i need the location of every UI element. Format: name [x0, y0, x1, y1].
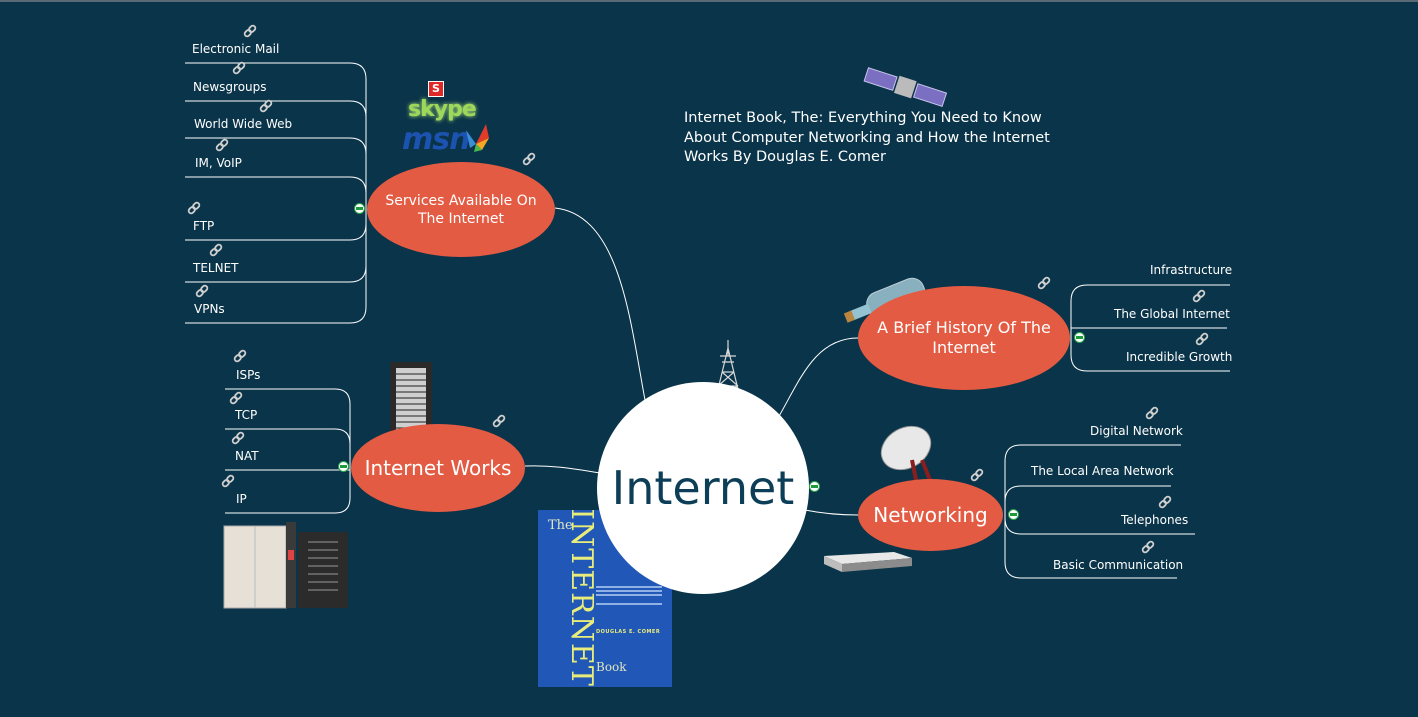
rack-server-icon: [824, 552, 912, 572]
subtopic-local-area-network[interactable]: The Local Area Network: [1031, 464, 1174, 478]
connector-networking: [804, 509, 859, 516]
topic-label: Services Available On: [385, 192, 537, 209]
subtopic-ftp[interactable]: FTP: [193, 219, 215, 233]
link-icon[interactable]: [233, 349, 247, 363]
link-icon[interactable]: [1141, 540, 1155, 554]
data-center-equipment-icon: [223, 522, 348, 609]
book-cover-author: DOUGLAS E. COMER: [596, 629, 661, 635]
topic-label: Internet Works: [364, 456, 512, 480]
subtopic-basic-communication[interactable]: Basic Communication: [1053, 558, 1184, 572]
skype-s-logo: S: [428, 81, 444, 97]
subtopic-isps[interactable]: ISPs: [236, 368, 261, 382]
link-icon[interactable]: [231, 431, 245, 445]
link-icon[interactable]: [492, 414, 506, 428]
book-cover-internet: INTERNET: [563, 510, 599, 687]
topic-label: Internet: [932, 338, 996, 357]
link-icon[interactable]: [1037, 276, 1051, 290]
subtopic-newsgroups[interactable]: Newsgroups: [193, 80, 267, 94]
subtopic-telnet[interactable]: TELNET: [193, 261, 239, 275]
topic-label: Networking: [873, 503, 988, 527]
topic-label: The Internet: [417, 210, 505, 227]
connector-internet-works: [524, 465, 601, 474]
window-top-border: [0, 0, 1418, 2]
book-title-note: Internet Book, The: Everything You Need …: [684, 109, 1050, 168]
book-cover-blurb: [596, 586, 662, 588]
subtopic-vpns[interactable]: VPNs: [194, 302, 225, 316]
topic-internet-works[interactable]: Internet Works: [351, 424, 525, 512]
subtopic-ip[interactable]: IP: [236, 492, 247, 506]
book-cover-the: The: [548, 518, 573, 533]
skype-logo: skype: [408, 97, 477, 122]
msn-logo: msn: [402, 122, 470, 157]
topic-label: A Brief History Of The: [877, 318, 1051, 337]
link-icon[interactable]: [1195, 332, 1209, 346]
link-icon[interactable]: [970, 468, 984, 482]
link-icon[interactable]: [232, 61, 246, 75]
subtopic-world-wide-web[interactable]: World Wide Web: [194, 117, 293, 131]
collapse-services-button[interactable]: [354, 203, 365, 214]
collapse-central-button[interactable]: [809, 481, 820, 492]
subtopic-electronic-mail[interactable]: Electronic Mail: [192, 42, 280, 56]
connector-services: [554, 207, 646, 401]
link-icon[interactable]: [1192, 289, 1206, 303]
link-icon[interactable]: [221, 474, 235, 488]
book-title-line: About Computer Networking and How the In…: [684, 129, 1050, 146]
collapse-networking-button[interactable]: [1008, 509, 1019, 520]
link-icon[interactable]: [1145, 406, 1159, 420]
satellite-icon: [863, 67, 948, 108]
link-icon[interactable]: [215, 138, 229, 152]
subtopic-digital-network[interactable]: Digital Network: [1090, 424, 1183, 438]
link-icon[interactable]: [243, 24, 257, 38]
central-topic-label: Internet: [611, 461, 795, 515]
connector-history: [777, 337, 859, 419]
msn-butterfly-icon: [466, 124, 489, 152]
subtopic-global-internet[interactable]: The Global Internet: [1114, 307, 1230, 321]
subtopic-infrastructure[interactable]: Infrastructure: [1150, 263, 1233, 277]
link-icon[interactable]: [522, 152, 536, 166]
subtopic-im-voip[interactable]: IM, VoIP: [195, 156, 242, 170]
subtopic-telephones[interactable]: Telephones: [1121, 513, 1189, 527]
book-title-line: Internet Book, The: Everything You Need …: [684, 110, 1042, 126]
subtopic-incredible-growth[interactable]: Incredible Growth: [1126, 350, 1233, 364]
book-title-line: Works By Douglas E. Comer: [684, 149, 886, 165]
link-icon[interactable]: [259, 99, 273, 113]
link-icon[interactable]: [195, 284, 209, 298]
subtopic-tcp[interactable]: TCP: [235, 408, 258, 422]
topic-networking[interactable]: Networking: [858, 479, 1003, 551]
central-topic[interactable]: Internet: [597, 382, 809, 594]
link-icon[interactable]: [229, 391, 243, 405]
subtopic-nat[interactable]: NAT: [235, 449, 259, 463]
link-icon[interactable]: [187, 201, 201, 215]
link-icon[interactable]: [1158, 495, 1172, 509]
link-icon[interactable]: [209, 243, 223, 257]
book-cover-book: Book: [596, 660, 627, 674]
collapse-history-button[interactable]: [1074, 332, 1085, 343]
collapse-internet-works-button[interactable]: [338, 461, 349, 472]
